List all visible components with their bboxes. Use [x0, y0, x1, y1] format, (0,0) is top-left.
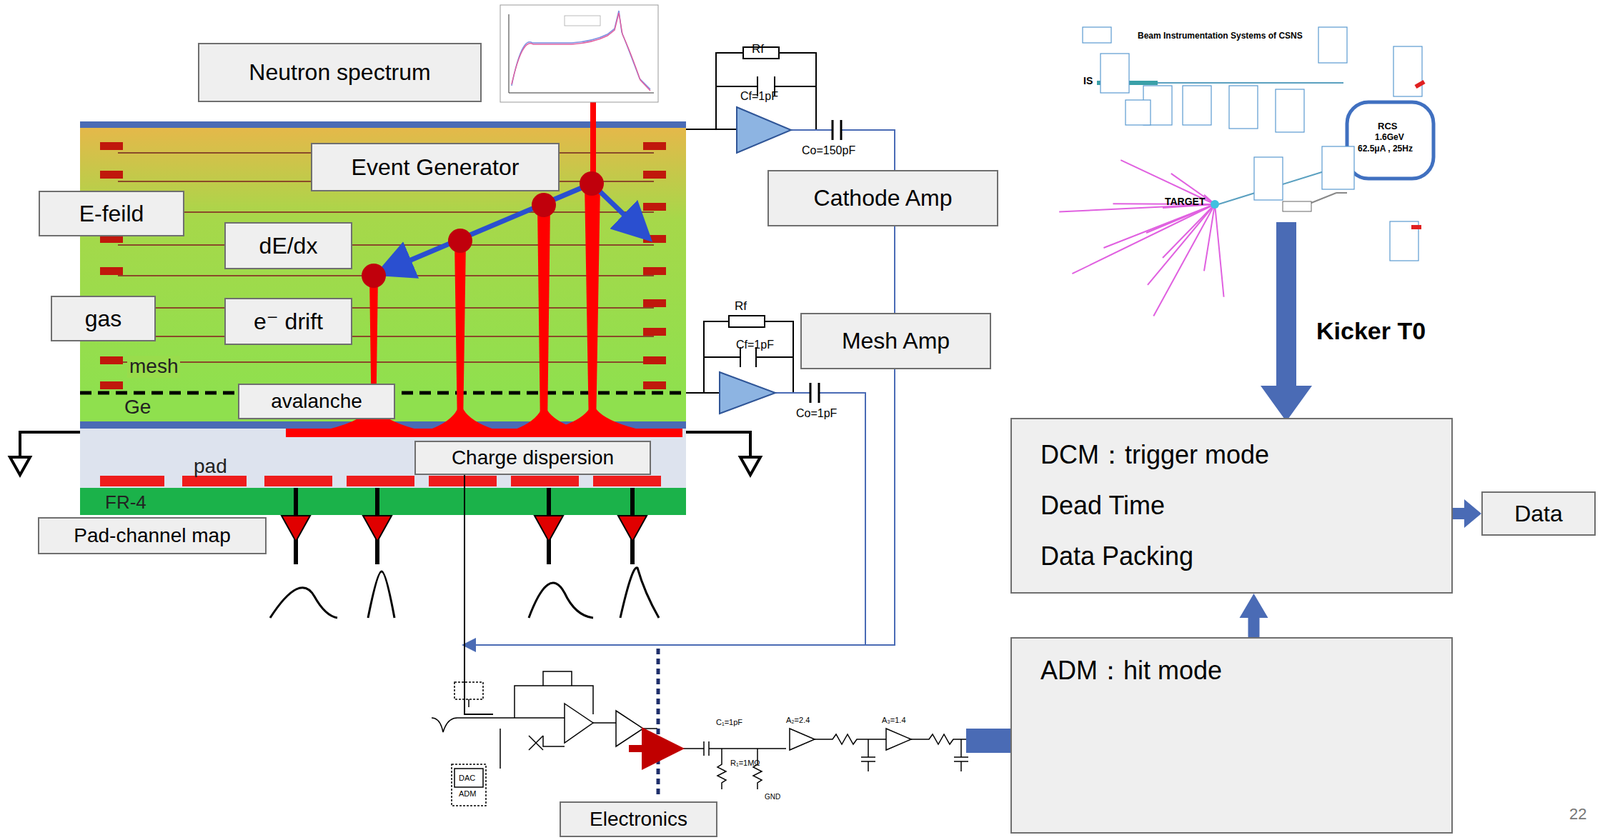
- electrode: [100, 142, 123, 151]
- info-box: [1254, 157, 1283, 201]
- info-box: [1229, 85, 1258, 129]
- electrode: [643, 142, 667, 151]
- text-box: Neutron spectrum: [197, 42, 482, 103]
- label: pad: [193, 455, 228, 479]
- box-text: Dead Time: [1040, 490, 1165, 521]
- label: Co=1pF: [796, 407, 837, 421]
- box-text: E-feild: [79, 200, 145, 228]
- label: Cf=1pF: [736, 338, 774, 352]
- pad-amp: [534, 515, 564, 542]
- pad-amp: [281, 515, 311, 542]
- label: 1.6GeV: [1374, 132, 1405, 143]
- box-text: Data: [1514, 500, 1563, 528]
- electrode: [643, 202, 667, 211]
- electrode: [643, 267, 667, 276]
- label: Ge: [124, 396, 151, 419]
- box-text: dE/dx: [259, 232, 318, 260]
- label: R₁=1MΩ: [730, 758, 761, 768]
- text-box: Data: [1481, 491, 1596, 536]
- label: mesh: [127, 355, 181, 379]
- info-box: [1393, 46, 1423, 97]
- label: Kicker T0: [1316, 317, 1426, 345]
- text-box: DCM：trigger modeDead TimeData Packing: [1010, 418, 1453, 594]
- label: TARGET: [1164, 196, 1206, 208]
- box-text: gas: [85, 305, 123, 333]
- info-box: [1322, 146, 1355, 190]
- text-box: ADM：hit mode: [1010, 637, 1453, 834]
- pad-amp: [618, 515, 647, 542]
- label: C₁=1pF: [716, 718, 743, 727]
- text-box: avalanche: [237, 383, 396, 420]
- ray: [1153, 204, 1215, 316]
- electrode: [100, 356, 123, 365]
- label: 62.5μA , 25Hz: [1357, 144, 1413, 154]
- electrode: [100, 170, 123, 179]
- text-box: dE/dx: [224, 222, 353, 270]
- box-text: avalanche: [270, 390, 363, 414]
- text-box: Charge dispersion: [414, 440, 652, 476]
- ray: [1147, 204, 1215, 286]
- box-text: Data Packing: [1040, 541, 1194, 571]
- label: Rf: [734, 300, 747, 314]
- pad-amp: [363, 515, 392, 542]
- info-box: [1125, 100, 1151, 126]
- info-box: [1100, 53, 1130, 93]
- ray: [1214, 204, 1225, 298]
- electrode: [643, 328, 667, 336]
- text-box: Pad-channel map: [37, 517, 267, 555]
- text-box: Cathode Amp: [767, 170, 999, 227]
- label: RCS: [1377, 121, 1398, 132]
- label: IS: [1083, 75, 1093, 87]
- electrode: [643, 299, 667, 308]
- ray: [1103, 204, 1215, 248]
- text-box: e⁻ drift: [224, 297, 353, 346]
- box-text: Charge dispersion: [451, 446, 614, 470]
- box-text: Neutron spectrum: [248, 59, 431, 86]
- box-text: Event Generator: [351, 154, 520, 181]
- electrode: [100, 381, 123, 390]
- text-box: Event Generator: [310, 142, 560, 192]
- label: ADM: [458, 789, 476, 799]
- label: A₃=1.4: [881, 716, 907, 725]
- info-box: [1082, 27, 1112, 43]
- box-text: ADM：hit mode: [1040, 656, 1222, 686]
- text-box: gas: [50, 295, 156, 342]
- label: GND: [764, 793, 781, 802]
- text-box: Mesh Amp: [800, 312, 992, 370]
- electrode: [100, 267, 123, 276]
- electrode: [643, 170, 667, 179]
- label: Beam Instrumentation Systems of CSNS: [1137, 31, 1303, 41]
- info-box: [1275, 89, 1305, 133]
- box-text: Mesh Amp: [841, 328, 950, 355]
- box-text: Pad-channel map: [73, 524, 231, 548]
- flow-arrow: [1239, 593, 1269, 638]
- box-text: e⁻ drift: [253, 308, 324, 336]
- electrode: [643, 356, 667, 365]
- label: Cf=1pF: [740, 90, 779, 103]
- label: Co=150pF: [801, 144, 856, 158]
- electrode: [643, 381, 667, 390]
- label: Rf: [751, 42, 764, 57]
- flow-arrow: [1452, 499, 1482, 529]
- box-text: DCM：trigger mode: [1040, 440, 1270, 470]
- info-box: [1318, 27, 1348, 63]
- box-text: Cathode Amp: [813, 185, 953, 212]
- text-box: Electronics: [559, 801, 718, 838]
- ray: [1071, 204, 1215, 274]
- text-box: E-feild: [38, 190, 185, 237]
- ray: [1204, 204, 1215, 271]
- label: DAC: [458, 773, 476, 783]
- info-box: [1182, 85, 1212, 126]
- box-text: Electronics: [589, 808, 688, 832]
- label: FR-4: [105, 492, 147, 514]
- label: 22: [1569, 806, 1587, 824]
- label: A₂=2.4: [786, 716, 810, 725]
